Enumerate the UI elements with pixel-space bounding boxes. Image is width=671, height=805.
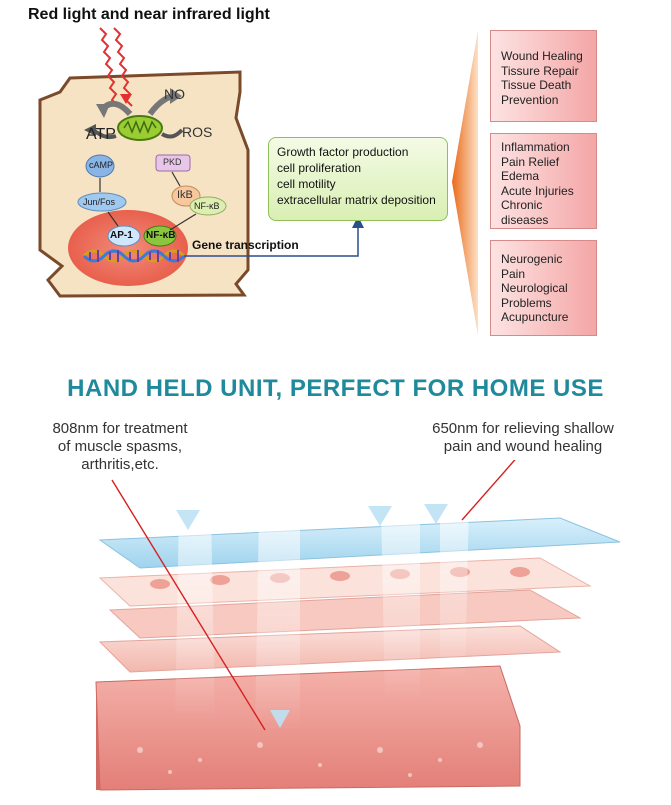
growth-line: extracellular matrix deposition xyxy=(277,193,436,207)
nfkb-node-bottom xyxy=(143,225,177,247)
note-line: 808nm for treatment xyxy=(52,420,188,437)
effect-box-inflammation: Inflammation Pain Relief Edema Acute Inj… xyxy=(490,133,597,229)
effect-line: Edema xyxy=(501,169,540,183)
nfkb-top-label: NF-κB xyxy=(194,201,220,211)
effect-line: Pain Relief xyxy=(501,154,560,169)
effect-line: Neurogenic xyxy=(501,252,563,266)
light-beams xyxy=(175,460,470,730)
growth-line: cell motility xyxy=(277,177,336,191)
atp-label: ATP xyxy=(86,126,116,143)
effect-line: Prevention xyxy=(501,92,559,107)
camp-node xyxy=(85,154,115,178)
ros-label: ROS xyxy=(182,124,213,140)
effect-box-wound: Wound Healing Tissure Repair Tissue Deat… xyxy=(490,30,597,122)
top-title: Red light and near infrared light xyxy=(28,6,270,23)
jun-fos-label: Jun/Fos xyxy=(83,197,116,207)
note-line: arthritis,etc. xyxy=(81,456,159,473)
orange-fan xyxy=(452,30,478,336)
note-line: 650nm for relieving shallow xyxy=(432,420,614,437)
effect-line: Chronic xyxy=(501,198,543,212)
pkd-node xyxy=(155,154,191,172)
dna-helix-icon xyxy=(82,249,186,263)
nfkb-node-top xyxy=(189,196,227,216)
section-title: HAND HELD UNIT, PERFECT FOR HOME USE xyxy=(67,375,604,402)
skin-layers-illustration xyxy=(95,460,621,791)
camp-label: cAMP xyxy=(89,160,114,170)
gene-transcription-label: Gene transcription xyxy=(192,238,299,252)
effect-line: Inflammation xyxy=(501,140,570,154)
light-ray-icon xyxy=(99,27,133,107)
growth-line: cell proliferation xyxy=(277,161,362,175)
growth-factor-box: Growth factor production cell proliferat… xyxy=(268,137,448,221)
effect-line: Tissure Repair xyxy=(501,63,579,78)
pointer-808nm xyxy=(111,479,266,731)
ikb-label: IkB xyxy=(177,189,193,201)
note-650nm: 650nm for relieving shallow pain and wou… xyxy=(418,420,628,456)
jun-fos-node xyxy=(77,192,127,212)
skin-layer-dermis xyxy=(95,665,521,791)
note-808nm: 808nm for treatment of muscle spasms, ar… xyxy=(40,420,200,474)
gene-connector-line xyxy=(184,224,359,257)
effect-line: Neurological xyxy=(501,281,568,295)
effect-line: diseases xyxy=(501,212,549,227)
ap1-node xyxy=(107,225,141,247)
pointer-650nm xyxy=(461,460,516,521)
nucleus xyxy=(68,210,188,286)
note-line: pain and wound healing xyxy=(443,438,603,455)
effect-box-neurogenic: Neurogenic Pain Neurological Problems Ac… xyxy=(490,240,597,336)
note-line: of muscle spasms, xyxy=(57,438,183,455)
pkd-label: PKD xyxy=(163,157,182,167)
no-label: NO xyxy=(164,86,185,102)
nfkb-bottom-label: NF-κB xyxy=(146,230,176,241)
effect-line: Acupuncture xyxy=(501,310,569,324)
effect-line: Tissue Death xyxy=(501,78,572,92)
effect-line: Pain xyxy=(501,266,526,281)
ap1-label: AP-1 xyxy=(110,230,133,241)
effect-line: Acute Injuries xyxy=(501,183,574,198)
effect-line: Wound Healing xyxy=(501,49,583,63)
effect-line: Problems xyxy=(501,295,552,310)
growth-line: Growth factor production xyxy=(277,145,409,159)
cell-diagram xyxy=(38,27,478,336)
mitochondria-icon xyxy=(117,115,163,141)
